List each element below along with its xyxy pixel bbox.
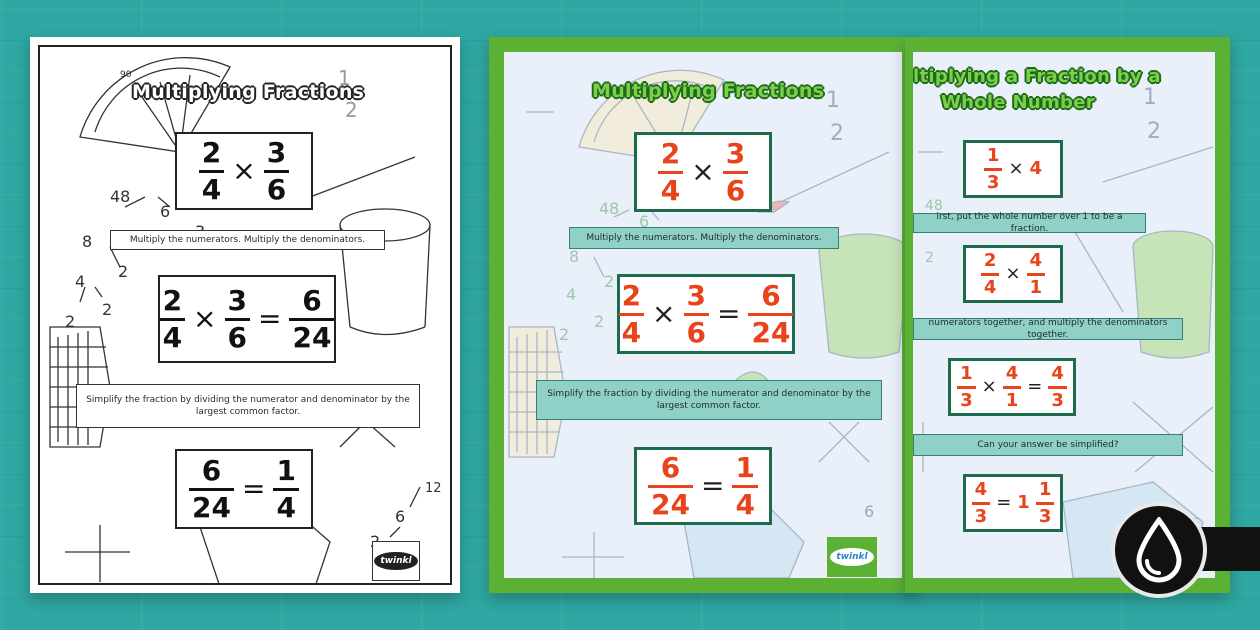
step-instruction: Multiply the numerators. Multiply the de… (110, 230, 385, 250)
poster-whole-number: 48 2 6 1 2 ltiplying a Fraction by a Who… (905, 37, 1230, 593)
twinkl-logo: twinkl (372, 541, 420, 581)
bg-number: 2 (345, 98, 358, 122)
bg-number: 6 (395, 507, 405, 526)
bg-number: 2 (830, 121, 844, 146)
step-instruction: Multiply the numerators. Multiply the de… (569, 227, 839, 249)
bg-number: 2 (925, 250, 934, 266)
background-doodles: 48 2 6 1 2 (918, 85, 1214, 578)
times-sign: × (981, 376, 997, 397)
step-instruction: irst, put the whole number over 1 to be … (913, 212, 1146, 234)
equals-sign: = (717, 297, 741, 330)
poster-title: Whole Number (941, 92, 1095, 113)
bg-number: 4 (75, 272, 85, 291)
equals-sign: = (258, 302, 282, 335)
whole-number: 4 (1029, 158, 1043, 179)
bg-number: 48 (110, 187, 130, 206)
times-sign: × (232, 154, 256, 187)
bg-number: 2 (604, 272, 614, 291)
bg-number: 2 (594, 312, 604, 331)
bg-number: 1 (338, 66, 351, 90)
poster-inner: 48 2 6 1 2 ltiplying a Fraction by a Who… (913, 52, 1215, 578)
equals-sign: = (242, 472, 266, 505)
poster-title: ltiplying a Fraction by a (913, 66, 1161, 87)
bg-number: 8 (82, 232, 92, 251)
bg-number: 2 (102, 300, 112, 319)
protractor-label: 90 (120, 70, 132, 80)
poster-inner: 48 6 8 2 4 2 2 3 6 2 1 2 Multiplying Fra… (504, 52, 902, 578)
times-sign: × (193, 302, 217, 335)
poster-title: Multiplying Fractions (592, 80, 825, 102)
bg-number: 1 (826, 88, 840, 113)
bg-number: 1 (1143, 85, 1157, 110)
equals-sign: = (701, 469, 725, 502)
step-instruction: Simplify the fraction by dividing the nu… (76, 384, 420, 428)
whole-number: 1 (1017, 492, 1030, 513)
poster-frame: 48 6 8 2 4 2 2 3 12 6 2 1 2 90 Multiplyi… (38, 45, 452, 585)
poster-title: Multiplying Fractions (132, 81, 365, 103)
equals-sign: = (1027, 376, 1043, 397)
bg-number: 12 (425, 481, 442, 496)
bg-number: 6 (160, 202, 170, 221)
times-sign: × (691, 155, 715, 188)
bg-number: 2 (65, 312, 75, 331)
bg-number: 2 (118, 262, 128, 281)
bg-number: 8 (569, 247, 579, 266)
twinkl-logo: twinkl (827, 537, 877, 577)
bg-number: 4 (566, 285, 576, 304)
ink-drop-icon (1111, 502, 1207, 598)
equals-sign: = (996, 492, 1012, 513)
bg-number: 6 (639, 212, 649, 231)
poster-black-white: 48 6 8 2 4 2 2 3 12 6 2 1 2 90 Multiplyi… (30, 37, 460, 593)
bg-number: 48 (925, 198, 943, 214)
step-instruction: Simplify the fraction by dividing the nu… (536, 380, 882, 420)
times-sign: × (1008, 158, 1024, 179)
times-sign: × (1005, 263, 1021, 284)
bg-number: 6 (864, 502, 874, 521)
bg-number: 2 (559, 325, 569, 344)
times-sign: × (652, 297, 676, 330)
poster-green: 48 6 8 2 4 2 2 3 6 2 1 2 Multiplying Fra… (489, 37, 917, 593)
bg-number: 48 (599, 199, 619, 218)
step-instruction: Can your answer be simplified? (913, 434, 1183, 456)
step-instruction: numerators together, and multiply the de… (913, 318, 1183, 340)
bg-number: 2 (1147, 119, 1161, 144)
